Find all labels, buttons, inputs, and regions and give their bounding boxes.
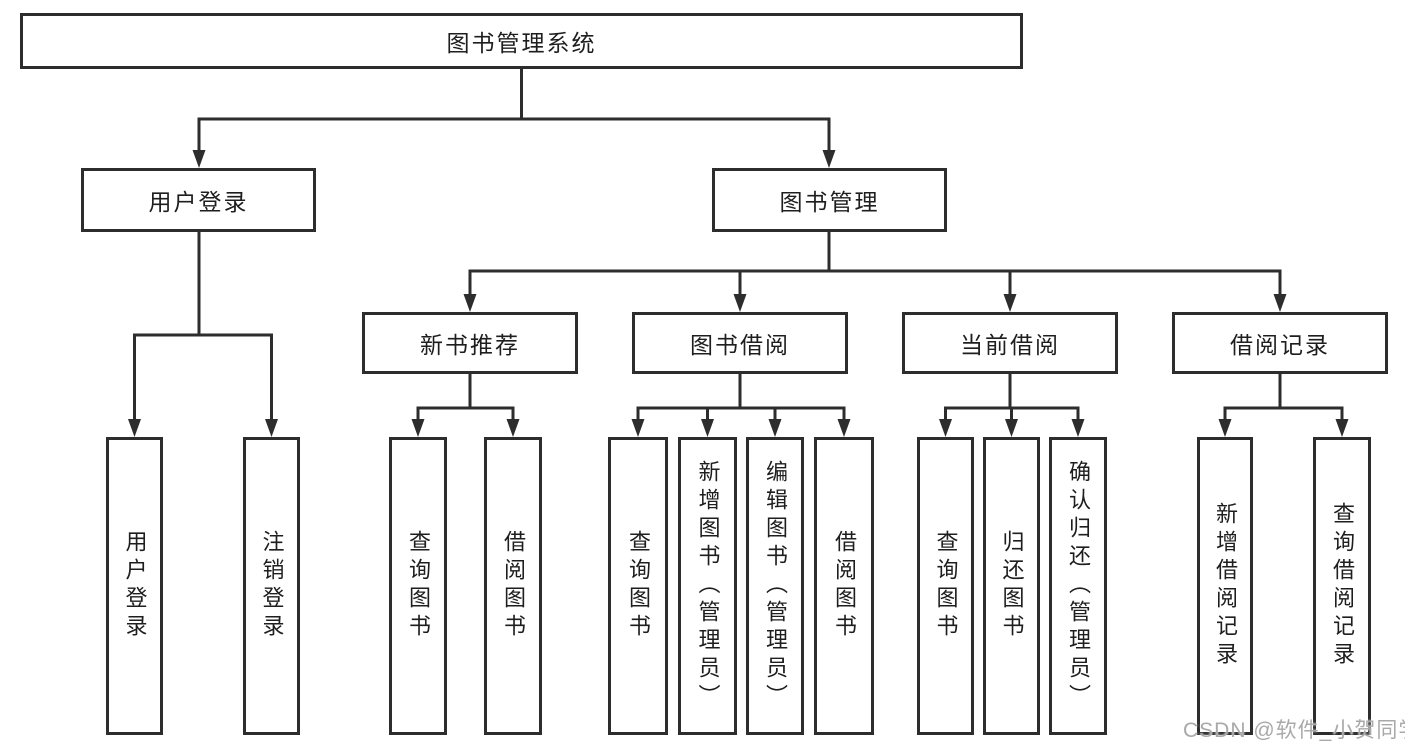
leaf-user-login: 用户登录 [106, 437, 163, 735]
node-label: 借阅图书 [832, 530, 857, 642]
node-label: 图书借阅 [690, 332, 790, 358]
leaf-current-return-books: 归还图书 [983, 437, 1040, 735]
leaf-logout: 注销登录 [243, 437, 300, 735]
leaf-borrowing-borrow-books: 借阅图书 [814, 437, 874, 735]
node-label: 归还图书 [999, 530, 1025, 642]
node-label: 查询图书 [406, 530, 431, 642]
node-current-borrowing: 当前借阅 [902, 312, 1118, 374]
node-label: 查询图书 [933, 530, 959, 642]
node-label: 编辑图书（管理员） [763, 460, 788, 712]
node-book-management: 图书管理 [712, 168, 947, 232]
node-label: 图书管理系统 [446, 30, 597, 56]
leaf-current-confirm-return-admin: 确认归还（管理员） [1049, 437, 1107, 735]
node-borrow-records: 借阅记录 [1172, 312, 1388, 374]
node-label: 借阅图书 [501, 530, 526, 642]
connector-new-book-branch [411, 372, 520, 437]
node-book-borrowing: 图书借阅 [632, 312, 848, 374]
node-label: 新增借阅记录 [1213, 502, 1238, 670]
leaf-borrowing-query-books: 查询图书 [608, 437, 668, 735]
leaf-borrowing-edit-books-admin: 编辑图书（管理员） [746, 437, 804, 735]
connector-current-borrow-branch [939, 372, 1085, 437]
node-label: 用户登录 [148, 189, 249, 215]
leaf-recommend-borrow-books: 借阅图书 [484, 437, 542, 735]
node-library-management-system: 图书管理系统 [20, 13, 1023, 69]
connector-borrow-record-branch [1218, 372, 1349, 437]
node-label: 借阅记录 [1230, 332, 1330, 358]
leaf-current-query-books: 查询图书 [917, 437, 974, 735]
leaf-borrowing-add-books-admin: 新增图书（管理员） [678, 437, 737, 735]
node-label: 用户登录 [122, 530, 148, 642]
node-label: 新书推荐 [420, 332, 520, 358]
node-label: 查询图书 [626, 530, 651, 642]
connector-root-to-level2 [192, 67, 836, 168]
connector-user-login-branch [128, 230, 278, 437]
connector-book-mgmt-to-level3 [463, 230, 1287, 312]
node-new-book-recommend: 新书推荐 [362, 312, 578, 374]
leaf-record-query-borrow-record: 查询借阅记录 [1313, 437, 1371, 735]
node-label: 注销登录 [259, 530, 285, 642]
connector-book-borrow-branch [631, 372, 851, 437]
leaf-recommend-query-books: 查询图书 [389, 437, 447, 735]
csdn-watermark: CSDN @软件_小贺同学 [1183, 719, 1405, 742]
node-label: 确认归还（管理员） [1066, 460, 1091, 712]
node-label: 当前借阅 [960, 332, 1060, 358]
node-label: 查询借阅记录 [1330, 502, 1355, 670]
leaf-record-add-borrow-record: 新增借阅记录 [1197, 437, 1253, 735]
node-label: 图书管理 [779, 189, 880, 215]
node-label: 新增图书（管理员） [695, 460, 721, 712]
node-user-login: 用户登录 [81, 168, 316, 232]
